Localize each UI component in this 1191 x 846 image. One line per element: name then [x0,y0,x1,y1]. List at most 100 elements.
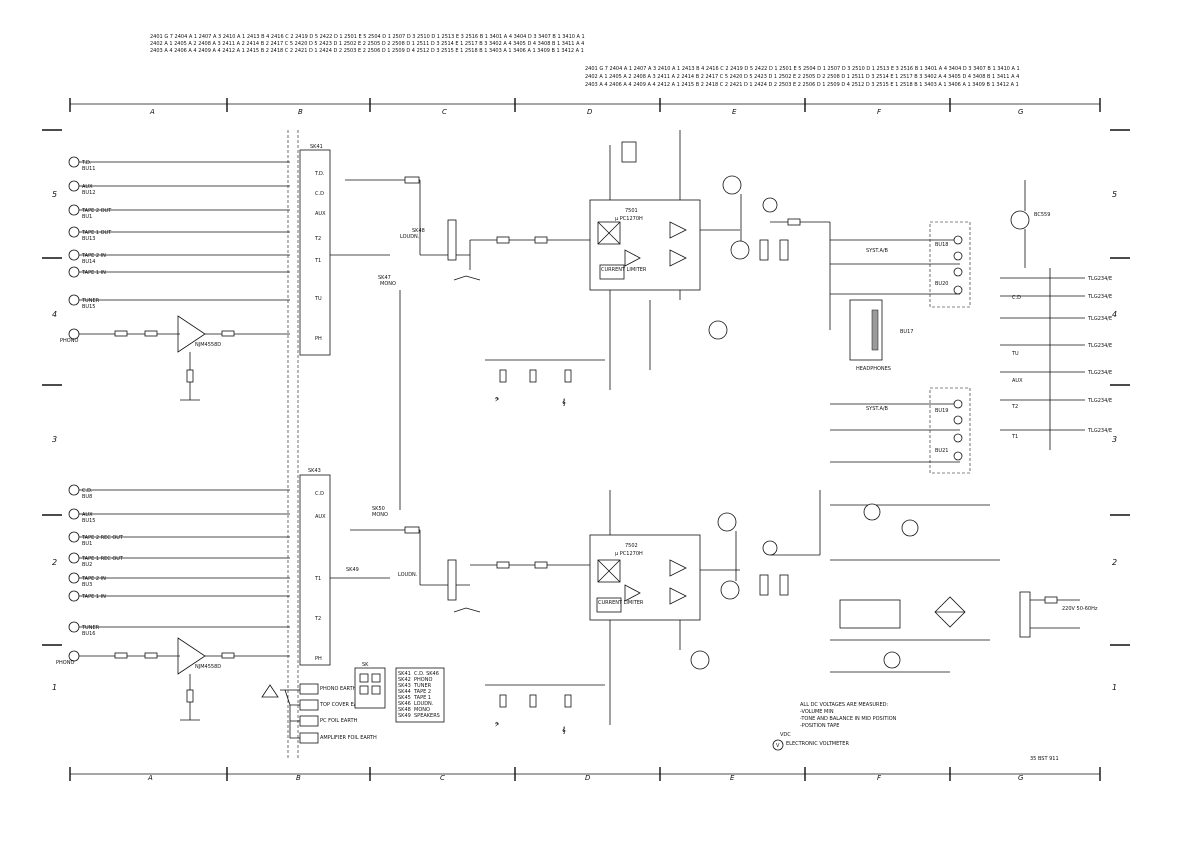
preamp-ic-top-label: NJM4558D [195,342,221,348]
treble-clef-top-icon: 𝄞 [562,398,566,406]
svg-text:T1: T1 [314,576,321,582]
svg-text:TLG234/E: TLG234/E [1087,316,1112,322]
ref-line-4: 2401 G 7 2404 A 1 2407 A 3 2410 A 1 2413… [585,66,1020,72]
svg-text:TAPE 2 REC OUT: TAPE 2 REC OUT [81,535,124,541]
svg-text:HEADPHONES: HEADPHONES [856,366,891,372]
output-stage-top [649,175,831,370]
svg-text:SK49: SK49 [398,713,411,719]
svg-text:TLG234/E: TLG234/E [1087,276,1112,282]
jack-aux-bottom: AUX BU15 [68,508,290,524]
svg-text:V: V [776,743,780,749]
svg-text:T2: T2 [314,616,321,622]
svg-text:SK48: SK48 [412,228,425,234]
row-4-right: 4 [1112,310,1117,319]
svg-text:SYST.A/B: SYST.A/B [866,248,889,254]
svg-text:220V 50-60Hz: 220V 50-60Hz [1062,606,1098,612]
ref-line-2: 2402 A 1 2405 A 2 2408 A 3 2411 A 2 2414… [150,41,584,47]
led-row-2: TLG234/E C.D [1000,294,1112,301]
svg-text:BU12: BU12 [82,190,95,196]
svg-text:SYST.A/B: SYST.A/B [866,406,889,412]
zone-b-bottom: B [296,774,301,782]
treble-clef-bottom-icon: 𝄞 [562,726,566,734]
svg-text:LOUDN.: LOUDN. [414,701,434,707]
zone-d-bottom: D [585,774,591,782]
svg-text:BU16: BU16 [82,631,95,637]
svg-text:PC FOIL EARTH: PC FOIL EARTH [320,718,358,724]
svg-text:BU1: BU1 [82,541,92,547]
zone-d-top: D [587,108,593,116]
led-row-3: TLG234/E [1000,316,1112,322]
svg-text:TLG234/E: TLG234/E [1087,370,1112,376]
ref-line-5: 2402 A 1 2405 A 2 2408 A 3 2411 A 2 2414… [585,74,1019,80]
zone-f-top: F [877,108,882,116]
svg-text:SPEAKERS: SPEAKERS [414,713,440,719]
svg-text:TAPE 1 OUT: TAPE 1 OUT [81,230,112,236]
svg-text:-VOLUME MIN: -VOLUME MIN [800,709,834,715]
svg-text:SK44: SK44 [398,689,411,695]
speaker-block-top: SYST.A/B BU18 BU20 [830,221,971,308]
jack-phono-top: PHONO [60,328,100,344]
svg-text:SK42: SK42 [398,677,411,683]
power-amp-bottom: 7502 μ PC1270H CURRENT LIMITER [470,490,701,725]
svg-text:TAPE 2: TAPE 2 [413,689,431,695]
jack-tuner-bottom: TUNER BU16 [68,621,290,637]
drawing-number: 35 BST 911 [1030,756,1059,762]
row-4-left: 4 [52,310,57,319]
svg-text:-TONE AND BALANCE IN MID POSIT: -TONE AND BALANCE IN MID POSITION [800,716,897,722]
svg-text:SK41: SK41 [310,144,323,150]
svg-text:C.D: C.D [1012,295,1021,301]
row-2-right: 2 [1112,558,1117,567]
selector-bottom: SK43 C.D AUX T1 T2 PH [299,468,390,666]
svg-text:LOUDN.: LOUDN. [398,572,418,578]
svg-text:μ PC1270H: μ PC1270H [615,216,643,222]
svg-text:μ PC1270H: μ PC1270H [615,551,643,557]
svg-text:AUX: AUX [82,512,93,518]
svg-text:TLG234/E: TLG234/E [1087,294,1112,300]
jack-phono-bottom: PHONO [56,650,100,666]
headphone-jack: BU17 HEADPHONES [849,299,913,372]
svg-text:BU17: BU17 [900,329,913,335]
svg-text:ELECTRONIC VOLTMETER: ELECTRONIC VOLTMETER [786,741,849,747]
zone-c-bottom: C [440,774,445,782]
zone-c-top: C [442,108,447,116]
phono-preamp-bottom: NJM4558D [100,637,290,721]
zone-a-top: A [149,108,155,116]
power-amp-top: 7501 μ PC1270H CURRENT LIMITER [470,130,701,390]
switch-legend: SK SK41 C.D. SK46 SK42 PHONO SK43 TUNER … [354,662,445,723]
svg-text:SK41: SK41 [398,671,411,677]
svg-text:TUNER: TUNER [81,625,100,631]
svg-text:T1: T1 [1011,434,1018,440]
svg-text:SK49: SK49 [346,567,359,573]
svg-text:BU14: BU14 [82,259,95,265]
svg-text:T.D.: T.D. [314,171,325,177]
led-row-6: TLG234/E T2 [1000,398,1112,410]
zone-f-bottom: F [877,774,882,782]
svg-text:SK50: SK50 [372,506,385,512]
jack-tape2in-bottom: TAPE 2 IN BU3 [68,572,290,588]
svg-text:TU: TU [314,296,322,302]
svg-text:AUX: AUX [82,184,93,190]
row-1-right: 1 [1112,683,1117,692]
svg-text:BU11: BU11 [82,166,95,172]
svg-text:AUX: AUX [315,514,326,520]
svg-text:BC559: BC559 [1034,212,1050,218]
svg-text:CURRENT LIMITER: CURRENT LIMITER [598,600,644,606]
svg-text:PHONO EARTHSCREW: PHONO EARTHSCREW [320,686,375,692]
warning-triangle-icon [261,684,279,698]
svg-text:TUNER: TUNER [413,683,432,689]
svg-text:TAPE 2 OUT: TAPE 2 OUT [81,208,112,214]
svg-text:T2: T2 [314,236,321,242]
ref-line-3: 2403 A 4 2406 A 4 2409 A 4 2412 A 1 2415… [150,48,584,54]
svg-text:MONO: MONO [372,512,388,518]
svg-text:SK43: SK43 [308,468,321,474]
svg-text:TU: TU [1011,351,1019,357]
svg-text:-POSITION TAPE: -POSITION TAPE [800,723,839,729]
svg-text:BU8: BU8 [82,494,92,500]
svg-text:TAPE 2 IN: TAPE 2 IN [81,253,106,259]
svg-text:AUX: AUX [315,211,326,217]
svg-text:BU1: BU1 [82,214,92,220]
zone-e-bottom: E [730,774,735,782]
row-5-right: 5 [1112,190,1117,199]
row-ruler-left: 5 4 3 2 1 [42,129,62,692]
svg-text:TOP COVER EARTH: TOP COVER EARTH [319,702,367,708]
